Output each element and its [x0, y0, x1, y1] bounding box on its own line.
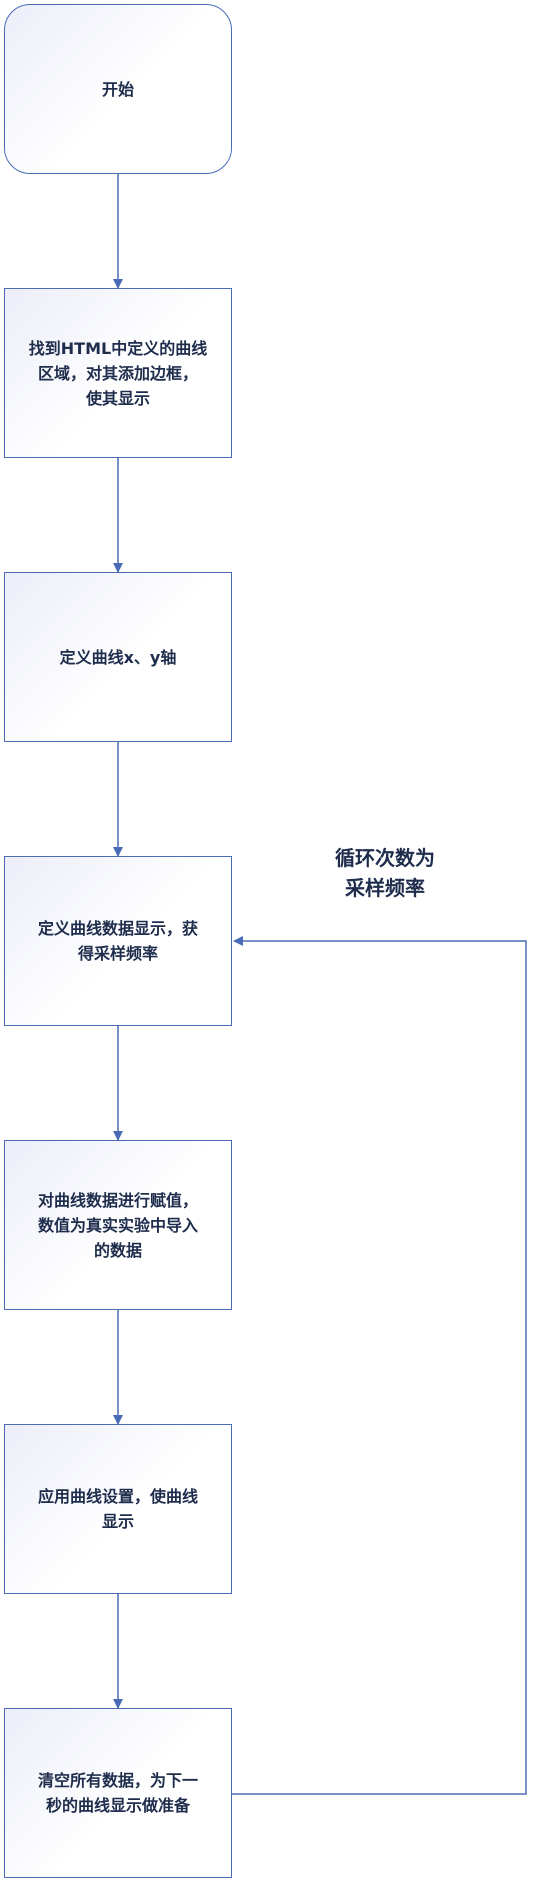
node-find-area: 找到HTML中定义的曲线 区域，对其添加边框， 使其显示 — [4, 288, 232, 458]
node-clear-data-label: 清空所有数据，为下一 秒的曲线显示做准备 — [37, 1771, 198, 1815]
node-define-display-label: 定义曲线数据显示，获 得采样频率 — [37, 919, 198, 963]
node-assign-data-label: 对曲线数据进行赋值， 数值为真实实验中导入 的数据 — [37, 1190, 198, 1260]
node-define-axes: 定义曲线x、y轴 — [4, 572, 232, 742]
arrow-loop-back — [232, 936, 527, 1795]
node-define-display: 定义曲线数据显示，获 得采样频率 — [4, 856, 232, 1026]
node-start-label: 开始 — [101, 79, 134, 99]
node-assign-data: 对曲线数据进行赋值， 数值为真实实验中导入 的数据 — [4, 1140, 232, 1310]
node-find-area-label: 找到HTML中定义的曲线 区域，对其添加边框， 使其显示 — [28, 338, 208, 408]
node-apply-settings: 应用曲线设置，使曲线 显示 — [4, 1424, 232, 1594]
loop-annotation: 循环次数为 采样频率 — [335, 846, 435, 900]
node-start: 开始 — [4, 4, 232, 174]
node-clear-data: 清空所有数据，为下一 秒的曲线显示做准备 — [4, 1708, 232, 1878]
node-define-axes-label: 定义曲线x、y轴 — [59, 647, 177, 667]
node-apply-settings-label: 应用曲线设置，使曲线 显示 — [37, 1487, 198, 1531]
